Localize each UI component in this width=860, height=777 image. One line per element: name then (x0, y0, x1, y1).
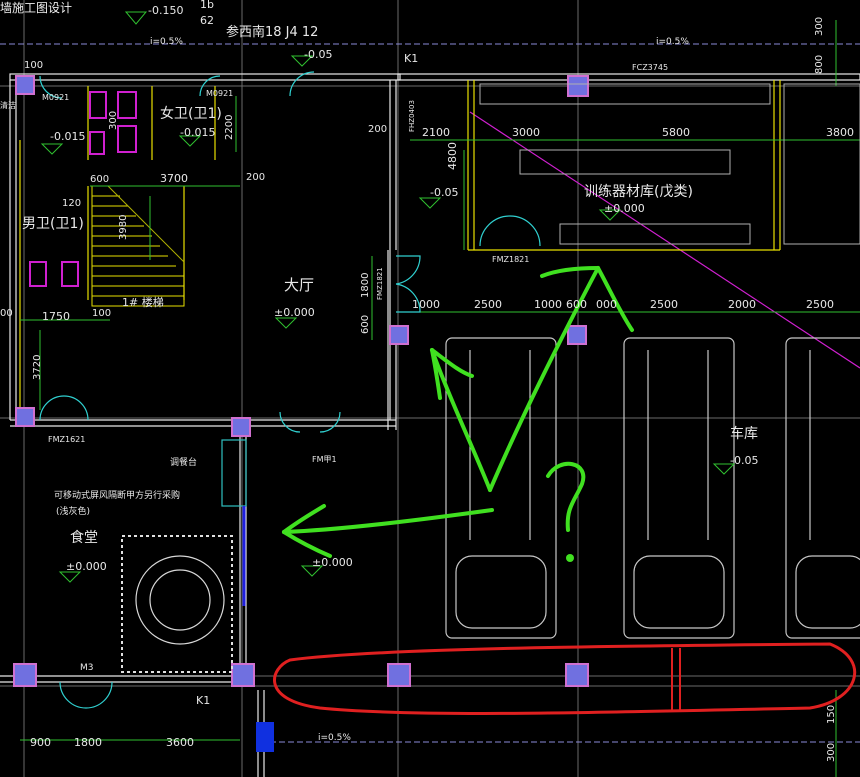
label-m0921-left: M0921 (42, 93, 69, 102)
label-fmz1621: FMZ1621 (48, 435, 85, 444)
dim-200-b: 200 (246, 172, 265, 183)
dim-2500-a: 2500 (474, 298, 502, 311)
label-vertical-tag: FHZ0403 (408, 100, 416, 132)
dim-100-b: 100 (92, 308, 111, 319)
dim-4800: 4800 (446, 142, 459, 170)
blue-column (256, 722, 274, 752)
grid-ref-b: 62 (200, 14, 214, 27)
label-m0921-right: M0921 (206, 89, 233, 98)
red-ticks (671, 648, 681, 712)
dim-600-a: 600 (90, 174, 109, 185)
dim-300-right: 300 (814, 17, 825, 36)
elevation-markers (40, 11, 736, 583)
dim-1800: 1800 (74, 736, 102, 749)
dim-1000-b: 1000 (534, 298, 562, 311)
label-serving: 调餐台 (170, 456, 197, 468)
dim-3800: 3800 (826, 126, 854, 139)
dim-2000: 2000 (728, 298, 756, 311)
label-stair: 1# 楼梯 (122, 295, 164, 309)
room-male-wc: 男卫(卫1) (22, 216, 84, 232)
green-annotation-strokes (282, 266, 634, 558)
diagonal-guide-line (469, 111, 860, 369)
room-canteen: 食堂 (70, 529, 98, 546)
canteen-round-table (135, 555, 225, 645)
elev-bottom: ±0.000 (312, 556, 353, 569)
dim-600-b: 600 (566, 298, 587, 311)
room-trainer-store: 训练器材库(戊类) (584, 184, 693, 200)
elev-wc: -0.015 (180, 126, 215, 139)
dim-5800: 5800 (662, 126, 690, 139)
grid-ref-a: 1b (200, 0, 214, 11)
dim-300-bottom: 300 (826, 743, 837, 762)
dim-2200: 2200 (224, 115, 235, 140)
doors (39, 71, 541, 709)
elev-canteen: ±0.000 (66, 560, 107, 573)
label-k1-bottom: K1 (196, 694, 210, 707)
room-garage: 车库 (730, 425, 758, 442)
parking-bays (445, 337, 860, 639)
dim-00: 00 (0, 308, 13, 319)
dim-000: 000 (596, 298, 617, 311)
toilet-fixtures (29, 91, 137, 287)
dim-900: 900 (30, 736, 51, 749)
elev-lobby: ±0.000 (274, 306, 315, 319)
serving-counter (221, 439, 247, 507)
dim-1750: 1750 (42, 310, 70, 323)
label-fcz3745: FCZ3745 (632, 63, 668, 72)
label-k1-top: K1 (404, 52, 418, 65)
dim-800: 800 (814, 55, 825, 74)
label-fm: FM甲1 (312, 455, 337, 464)
dim-2500-c: 2500 (806, 298, 834, 311)
dim-200-a: 200 (368, 124, 387, 135)
elev-left: -0.015 (50, 130, 85, 143)
dim-3700: 3700 (160, 172, 188, 185)
dim-600v: 600 (360, 315, 371, 334)
label-fmz1821-side: FMZ1821 (376, 267, 384, 300)
dim-3000: 3000 (512, 126, 540, 139)
stair-treads (91, 185, 185, 307)
slope-bottom: i=0.5% (318, 733, 351, 743)
rotated-tags: FHZ0403 FMZ1821 (376, 100, 416, 300)
red-highlight-outline (273, 642, 857, 715)
dim-2500-b: 2500 (650, 298, 678, 311)
elev-store-a: -0.05 (430, 186, 458, 199)
room-lobby: 大厅 (284, 276, 314, 294)
dim-3600: 3600 (166, 736, 194, 749)
text-layer: 墙施工图设计 -0.150 1b 62 参西南18 J4 12 i=0.5% i… (0, 0, 854, 762)
slope-top-right: i=0.5% (656, 37, 689, 47)
elev-top: -0.05 (304, 48, 332, 61)
label-qinjie: 清洁 (0, 100, 16, 110)
structural-columns (13, 75, 589, 687)
canteen-screen-partition (121, 535, 233, 673)
dim-1800v: 1800 (360, 273, 371, 298)
label-partition-sub: (浅灰色) (56, 505, 90, 517)
dim-2100: 2100 (422, 126, 450, 139)
slope-top-left: i=0.5% (150, 37, 183, 47)
slope-lines (0, 43, 860, 743)
dim-300: 300 (108, 111, 119, 130)
elev-garage: -0.05 (730, 454, 758, 467)
dim-150: 150 (826, 705, 837, 724)
dim-1000-a: 1000 (412, 298, 440, 311)
dim-100: 100 (24, 60, 43, 71)
dim-120: 120 (62, 198, 81, 209)
label-partition-note: 可移动式屏风隔断甲方另行采购 (54, 489, 180, 501)
dimension-lines (20, 20, 860, 777)
label-m3: M3 (80, 663, 94, 673)
label-fmz1821-top: FMZ1821 (492, 255, 529, 264)
header-title-fragment: 墙施工图设计 (0, 1, 72, 15)
store-shelves (479, 83, 860, 245)
room-female-wc: 女卫(卫1) (160, 105, 222, 122)
question-dot (566, 554, 574, 562)
ref-note: 参西南18 J4 12 (226, 24, 318, 40)
header-elev-top: -0.150 (148, 4, 183, 17)
elev-store-b: ±0.000 (604, 202, 645, 215)
dim-3720: 3720 (32, 355, 43, 380)
dim-3980: 3980 (118, 215, 129, 240)
